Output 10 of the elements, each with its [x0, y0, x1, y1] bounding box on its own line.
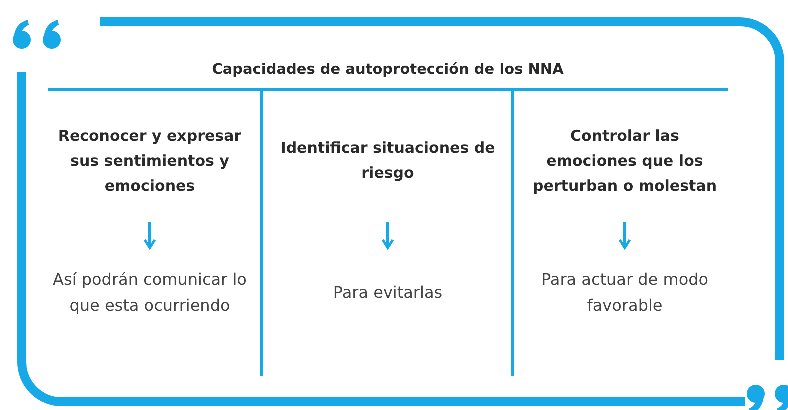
arrow: [382, 222, 394, 250]
column-heading: Controlar las emociones que los perturban o molestan: [525, 100, 725, 222]
outcome-text: Así podrán comunicar lo que esta ocurriendo: [50, 248, 250, 338]
outcome-text: Para evitarlas: [288, 248, 488, 338]
arrow: [144, 222, 156, 250]
column-heading: Reconocer y expresar sus sentimientos y emociones: [55, 100, 245, 222]
arrow: [618, 222, 632, 250]
outcome-text: Para actuar de modo favorable: [525, 248, 725, 338]
column-heading: Identificar situaciones de riesgo: [278, 100, 498, 222]
table-heading: Capacidades de autoprotección de los NNA: [211, 62, 565, 78]
